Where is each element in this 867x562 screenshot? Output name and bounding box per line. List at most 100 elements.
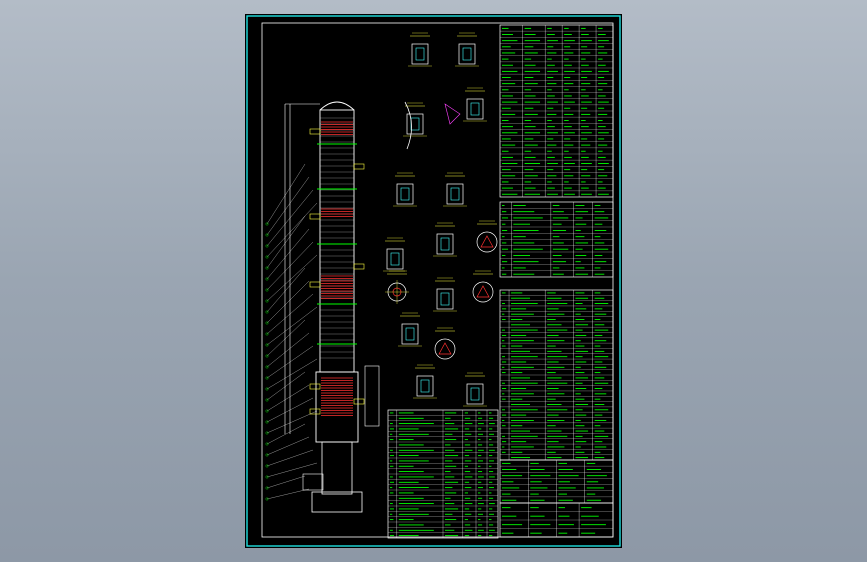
nozzle-detail-icon [413, 364, 437, 399]
leader-line [266, 189, 314, 247]
leader-balloon [265, 464, 269, 468]
leader-line [266, 436, 310, 456]
leader-line [266, 228, 310, 280]
nozzle-detail-icon [443, 172, 467, 207]
leader-balloon [265, 343, 269, 347]
cad-drawing[interactable] [245, 14, 622, 548]
design-data-table [499, 24, 614, 198]
nozzle-detail-icon [472, 270, 494, 303]
leader-balloon [265, 266, 269, 270]
support-ring [476, 231, 498, 253]
detail-inner [405, 327, 415, 341]
nozzle-detail-icon [433, 222, 457, 257]
column-nozzle [309, 128, 321, 135]
leader-balloon [265, 453, 269, 457]
detail-body [446, 183, 464, 205]
nozzle-table [499, 201, 614, 278]
nozzle-detail-icon [385, 270, 409, 304]
nozzle-detail-icon [434, 327, 456, 360]
detail-inner [400, 187, 410, 201]
detail-body [466, 383, 484, 405]
detail-inner [470, 102, 480, 116]
leader-balloon [265, 398, 269, 402]
leader-line [266, 319, 306, 357]
support-lug [480, 235, 494, 248]
title-block [499, 502, 614, 538]
detail-inner [440, 237, 450, 251]
leader-line [266, 397, 314, 423]
drawing-sheet[interactable] [245, 14, 622, 548]
distillation-column-elevation-icon [284, 101, 380, 513]
detail-body [411, 43, 429, 65]
leader-balloon [265, 255, 269, 259]
detail-inner [420, 379, 430, 393]
detail-body [436, 233, 454, 255]
revision-table [499, 459, 614, 504]
nozzle-detail-icon [408, 32, 432, 67]
column-top-head [319, 101, 355, 111]
column-shell-lower [315, 371, 359, 443]
column-base [311, 491, 363, 513]
weld-detail-shape [444, 103, 461, 125]
detail-inner [450, 187, 460, 201]
detail-body [458, 43, 476, 65]
leader-balloon [265, 277, 269, 281]
leader-balloon [265, 222, 269, 226]
leader-balloon [265, 442, 269, 446]
support-ring [434, 338, 456, 360]
detail-inner [470, 387, 480, 401]
leader-balloon [265, 365, 269, 369]
nozzle-detail-icon [463, 372, 487, 407]
nozzle-detail-icon [398, 312, 422, 347]
column-nozzle [309, 383, 321, 390]
leader-balloon [265, 497, 269, 501]
detail-body [406, 113, 424, 135]
leader-line [266, 449, 314, 467]
detail-inner [440, 292, 450, 306]
nozzle-detail-icon [383, 237, 407, 272]
leader-balloon [265, 299, 269, 303]
leader-balloon [265, 288, 269, 292]
support-lug [476, 285, 490, 298]
leader-line [266, 163, 306, 225]
leader-line [266, 332, 310, 368]
support-ring [472, 281, 494, 303]
nozzle-detail-icon [455, 32, 479, 67]
leader-balloon [265, 233, 269, 237]
weld-detail-curve [404, 101, 412, 150]
leader-line [266, 384, 310, 412]
leader-line [266, 267, 306, 313]
leader-line [266, 293, 314, 335]
leader-line [266, 241, 314, 291]
leader-line [266, 423, 306, 445]
column-nozzle [309, 408, 321, 415]
leader-balloon [265, 310, 269, 314]
leader-balloon [265, 475, 269, 479]
leader-balloon [265, 354, 269, 358]
column-nozzle [309, 281, 321, 288]
outer-border [246, 15, 621, 547]
nozzle-detail-icon [433, 277, 457, 312]
leader-balloon [265, 409, 269, 413]
leader-balloon [265, 376, 269, 380]
detail-body [436, 288, 454, 310]
detail-inner [410, 117, 420, 131]
detail-body [416, 375, 434, 397]
leader-line [266, 488, 310, 500]
column-shell-upper [319, 109, 355, 373]
drawing-frame [246, 15, 621, 547]
nozzle-detail-icon [403, 102, 427, 137]
leader-line [266, 306, 318, 346]
detail-inner [462, 47, 472, 61]
detail-inner [390, 252, 400, 266]
spec-tables [387, 24, 614, 539]
leader-line [266, 280, 310, 324]
leader-line [266, 202, 318, 258]
reboiler-line [364, 365, 380, 427]
bill-of-materials-table [387, 409, 499, 539]
leader-balloon [265, 244, 269, 248]
leader-line [266, 475, 306, 489]
leader-balloon [265, 321, 269, 325]
leader-balloon [265, 387, 269, 391]
